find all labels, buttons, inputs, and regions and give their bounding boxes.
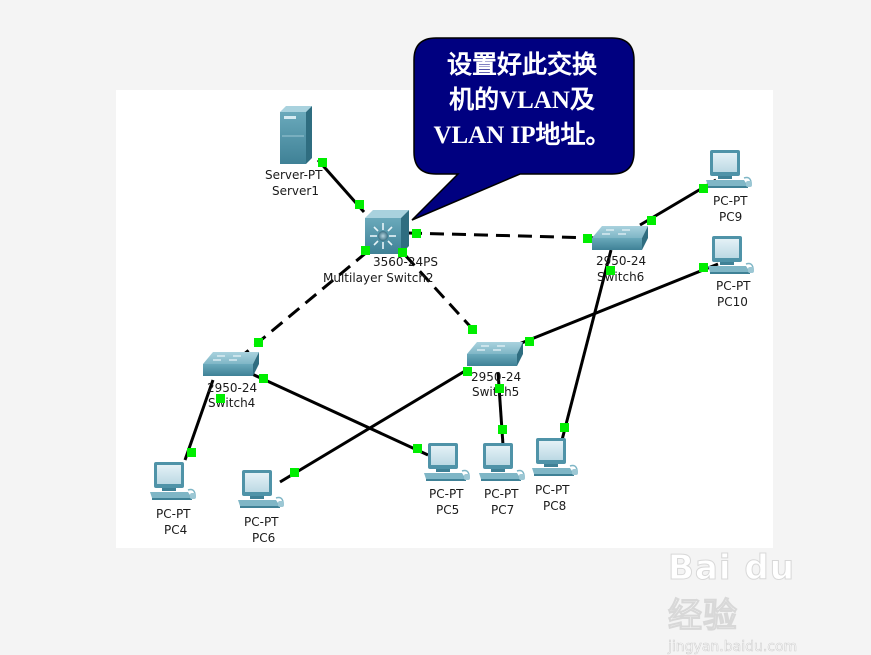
pc4-name-label: PC4 — [164, 523, 187, 537]
device-switch5[interactable] — [466, 341, 524, 367]
port-dot — [216, 394, 225, 403]
port-dot — [699, 263, 708, 272]
link-mls2-switch6[interactable] — [407, 231, 598, 240]
pc8-model-label: PC-PT — [535, 483, 570, 497]
callout-text: 设置好此交换 机的VLAN及 VLAN IP地址。 — [418, 48, 626, 153]
server1-name-label: Server1 — [272, 184, 319, 198]
port-dot — [398, 248, 407, 257]
port-dot — [259, 374, 268, 383]
device-switch4[interactable] — [202, 351, 260, 377]
device-mls2[interactable] — [365, 210, 409, 254]
port-dot — [560, 423, 569, 432]
device-server1[interactable] — [280, 106, 312, 164]
pc5-model-label: PC-PT — [429, 487, 464, 501]
callout-line-1: 设置好此交换 — [446, 52, 597, 79]
port-dot — [699, 184, 708, 193]
link-switch4-pc5[interactable] — [251, 372, 429, 457]
pc7-model-label: PC-PT — [484, 487, 519, 501]
port-dot — [361, 246, 370, 255]
pc10-model-label: PC-PT — [716, 279, 751, 293]
port-dot — [606, 266, 615, 275]
watermark-url: jingyan.baidu.com — [668, 639, 798, 655]
callout-bubble — [411, 37, 635, 221]
switch6-name-label: Switch6 — [597, 270, 644, 284]
pc5-name-label: PC5 — [436, 503, 459, 517]
server1-model-label: Server-PT — [265, 168, 323, 182]
network-topology: Server-PT Server1 3560-24PS Multilayer S… — [149, 37, 755, 545]
device-pc7[interactable] — [478, 442, 526, 482]
device-switch6[interactable] — [591, 225, 649, 251]
links — [183, 159, 719, 484]
pc6-model-label: PC-PT — [244, 515, 279, 529]
switch4-name-label: Switch4 — [208, 396, 255, 410]
port-dot — [495, 384, 504, 393]
mls2-name-label: Multilayer Switch2 — [323, 271, 434, 285]
port-dot — [468, 325, 477, 334]
port-dot — [187, 448, 196, 457]
port-dot — [412, 229, 421, 238]
device-pc6[interactable] — [237, 469, 285, 509]
switch6-model-label: 2950-24 — [596, 254, 646, 268]
link-mls2-switch4[interactable] — [242, 250, 368, 357]
link-mls2-switch5[interactable] — [403, 253, 480, 337]
device-pc4[interactable] — [149, 461, 197, 501]
device-pc8[interactable] — [531, 437, 579, 477]
pc10-name-label: PC10 — [717, 295, 748, 309]
link-switch5-pc10[interactable] — [513, 262, 719, 348]
device-pc5[interactable] — [423, 442, 471, 482]
watermark-brand: Bai du 经验 — [668, 548, 795, 637]
pc7-name-label: PC7 — [491, 503, 514, 517]
device-pc10[interactable] — [707, 235, 755, 275]
pc6-name-label: PC6 — [252, 531, 275, 545]
port-dot — [463, 367, 472, 376]
port-indicators — [187, 158, 708, 477]
link-switch4-pc4[interactable] — [183, 379, 215, 461]
link-switch5-pc6[interactable] — [279, 366, 471, 484]
baidu-watermark: Bai du 经验 jingyan.baidu.com — [668, 548, 828, 655]
port-dot — [254, 338, 263, 347]
port-dot — [583, 234, 592, 243]
callout-line-3: VLAN IP地址。 — [433, 122, 611, 149]
pc9-name-label: PC9 — [719, 210, 742, 224]
link-switch6-pc8[interactable] — [560, 249, 613, 441]
callout-line-2: 机的VLAN及 — [449, 87, 595, 114]
port-dot — [413, 444, 422, 453]
port-dot — [318, 158, 327, 167]
switch5-model-label: 2950-24 — [471, 370, 521, 384]
switch4-model-label: 2950-24 — [207, 381, 257, 395]
pc8-name-label: PC8 — [543, 499, 566, 513]
device-pc9[interactable] — [705, 149, 753, 189]
pc9-model-label: PC-PT — [713, 194, 748, 208]
port-dot — [355, 200, 364, 209]
port-dot — [498, 425, 507, 434]
port-dot — [525, 337, 534, 346]
pc4-model-label: PC-PT — [156, 507, 191, 521]
mls2-model-label: 3560-24PS — [373, 255, 438, 269]
port-dot — [647, 216, 656, 225]
port-dot — [290, 468, 299, 477]
